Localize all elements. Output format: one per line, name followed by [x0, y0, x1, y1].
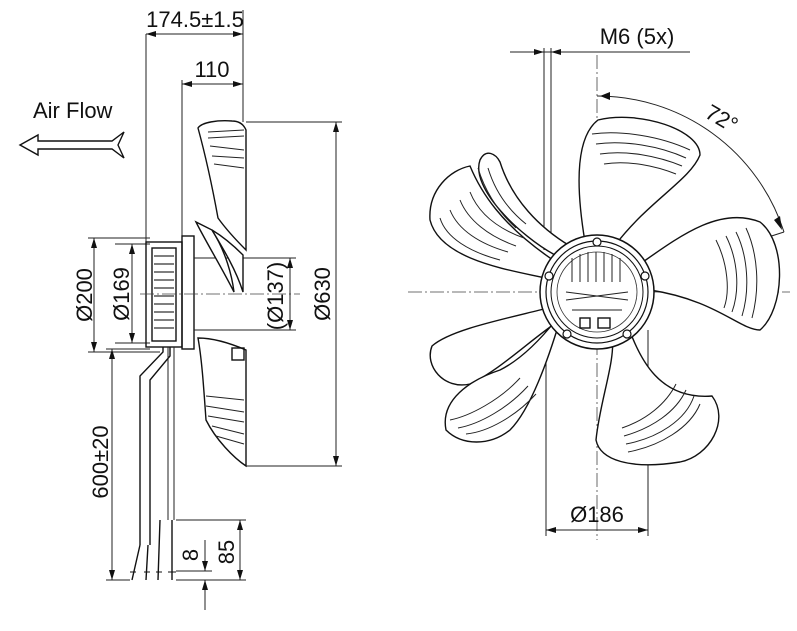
cable-length-label: 600±20 — [88, 425, 113, 498]
thread-label: M6 (5x) — [600, 24, 675, 49]
blade — [578, 116, 701, 245]
blade — [429, 152, 572, 279]
dia-630-label: Ø630 — [310, 267, 335, 321]
dia-137-label: (Ø137) — [263, 262, 288, 330]
front-view: M6 (5x) 72° Ø186 — [408, 24, 790, 540]
dia-186-label: Ø186 — [570, 502, 624, 527]
dia-169-label: Ø169 — [109, 267, 134, 321]
dim-overall-length: 174.5±1.5 — [145, 7, 244, 250]
impeller-blades — [429, 116, 781, 466]
air-flow-label: Air Flow — [33, 98, 113, 123]
dim-dia-169: Ø169 — [109, 243, 150, 344]
blade — [429, 307, 562, 443]
blade — [595, 324, 720, 466]
dim-cable-length: 600±20 — [88, 348, 150, 581]
dia-200-label: Ø200 — [72, 268, 97, 322]
dim-hub-length: 110 — [181, 57, 243, 245]
side-view: 174.5±1.5 110 Air Flow Ø200 — [18, 7, 342, 610]
dim-strip: 8 85 — [176, 519, 246, 610]
cable — [130, 347, 176, 581]
dim-dia-137: (Ø137) — [263, 258, 293, 330]
strip-8-label: 8 — [178, 549, 203, 561]
motor-hub — [539, 234, 655, 350]
air-flow-arrow: Air Flow — [18, 98, 125, 159]
blade — [639, 216, 781, 331]
hub-length-label: 110 — [194, 57, 229, 82]
blades-side — [194, 120, 342, 468]
motor-body — [140, 235, 300, 350]
strip-85-label: 85 — [214, 540, 239, 564]
overall-length-label: 174.5±1.5 — [146, 7, 244, 32]
dim-dia-186: Ø186 — [545, 330, 649, 536]
dim-dia-200: Ø200 — [72, 237, 160, 353]
dim-dia-630: Ø630 — [310, 122, 339, 466]
dim-thread: M6 (5x) — [510, 24, 690, 250]
angle-label: 72° — [701, 99, 742, 137]
